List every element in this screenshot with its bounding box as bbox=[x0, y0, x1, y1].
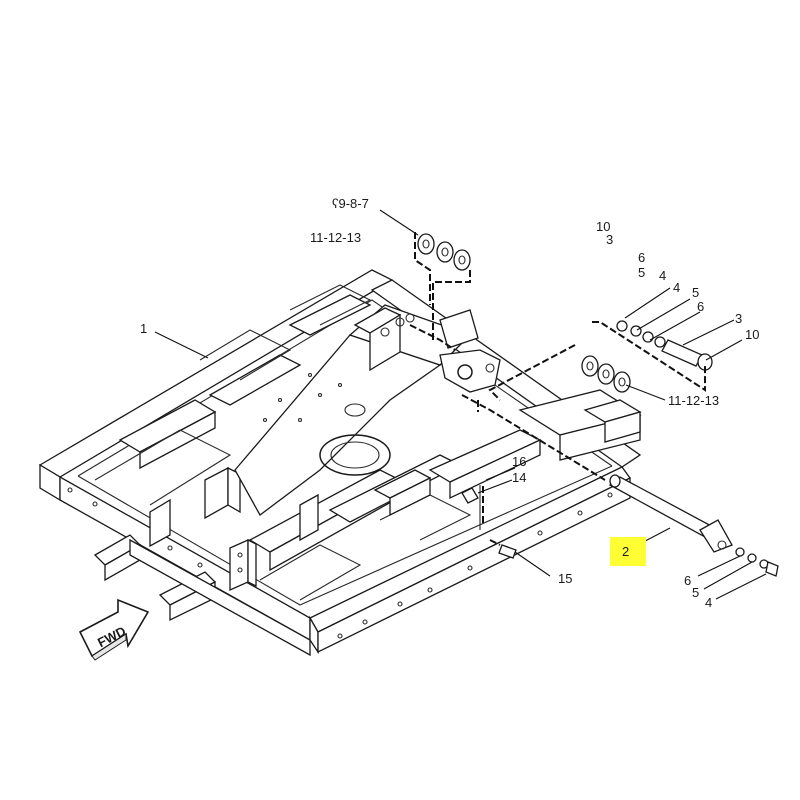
callout-3-top: 3 bbox=[606, 232, 613, 247]
callout-4-right: 4 bbox=[673, 280, 680, 295]
bolt-15 bbox=[498, 544, 517, 559]
callout-14: 14 bbox=[512, 470, 526, 485]
callout-5-top: 5 bbox=[638, 265, 645, 280]
fitting-14-16 bbox=[461, 485, 481, 530]
callout-6-bottom: 6 bbox=[684, 573, 691, 588]
callout-10-top: 10 bbox=[596, 219, 610, 234]
callout-4-top: 4 bbox=[659, 268, 666, 283]
assembly-lines bbox=[409, 232, 706, 546]
rear-bracket bbox=[518, 389, 642, 461]
shaft-part-2 bbox=[608, 474, 733, 553]
callout-10-right: 10 bbox=[745, 327, 759, 342]
main-frame bbox=[38, 269, 642, 657]
callout-6-right: 6 bbox=[697, 299, 704, 314]
callout-4-bottom: 4 bbox=[705, 595, 712, 610]
center-boom bbox=[234, 304, 501, 516]
callout-11-12-13-top: 11-12-13 bbox=[310, 230, 361, 245]
washers-right bbox=[581, 355, 631, 393]
callout-3-right: 3 bbox=[735, 311, 742, 326]
callout-16: 16 bbox=[512, 454, 526, 469]
highlight-part-2 bbox=[610, 537, 646, 566]
callout-5-right: 5 bbox=[692, 285, 699, 300]
callout-11-12-13-right: 11-12-13 bbox=[668, 393, 719, 408]
fwd-arrow-icon[interactable]: FWD bbox=[78, 598, 150, 661]
callout-5-bottom: 5 bbox=[692, 585, 699, 600]
leader-lines bbox=[154, 209, 767, 600]
callout-6-top: 6 bbox=[638, 250, 645, 265]
callout-1: 1 bbox=[140, 321, 147, 336]
callout-2: 2 bbox=[622, 544, 629, 559]
callout-15: 15 bbox=[558, 571, 572, 586]
washers-top bbox=[417, 233, 471, 271]
callout-9-8-7: ʕ9-8-7 bbox=[332, 196, 369, 211]
hardware-bottom-right bbox=[735, 547, 779, 577]
callout-labels: ʕ9-8-7 11-12-13 10 3 6 5 4 4 5 6 3 10 11… bbox=[140, 196, 759, 610]
